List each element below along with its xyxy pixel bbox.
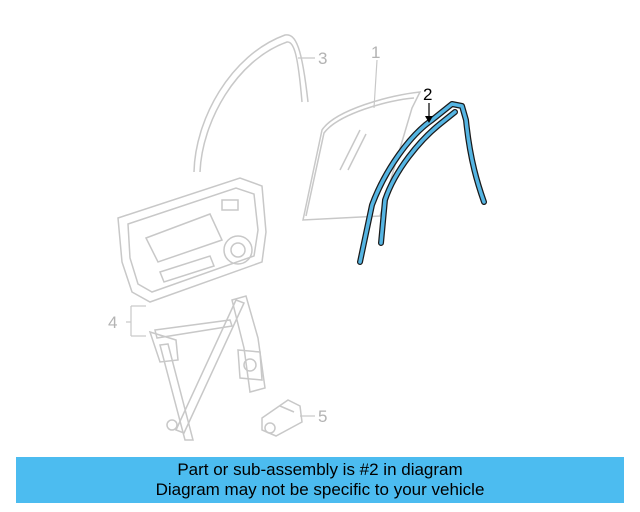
callout-5: 5	[318, 407, 327, 426]
banner-line-1: Part or sub-assembly is #2 in diagram	[177, 460, 463, 479]
part-1-door-glass	[302, 91, 422, 221]
part-3-frame-seal	[193, 34, 309, 173]
leader-line-4	[126, 305, 146, 337]
info-banner: Part or sub-assembly is #2 in diagram Di…	[16, 457, 624, 503]
callout-3: 3	[318, 49, 327, 68]
part-2-glass-run-channel	[357, 101, 487, 265]
callout-1: 1	[371, 43, 380, 62]
part-4-window-regulator	[148, 295, 266, 441]
door-trim-panel	[117, 177, 267, 303]
callout-2: 2	[423, 85, 432, 104]
callout-4: 4	[108, 313, 117, 332]
leader-line-1	[373, 59, 378, 109]
leader-arrow-2	[425, 116, 433, 123]
part-5-regulator-motor	[261, 399, 303, 437]
banner-line-2: Diagram may not be specific to your vehi…	[155, 480, 485, 499]
